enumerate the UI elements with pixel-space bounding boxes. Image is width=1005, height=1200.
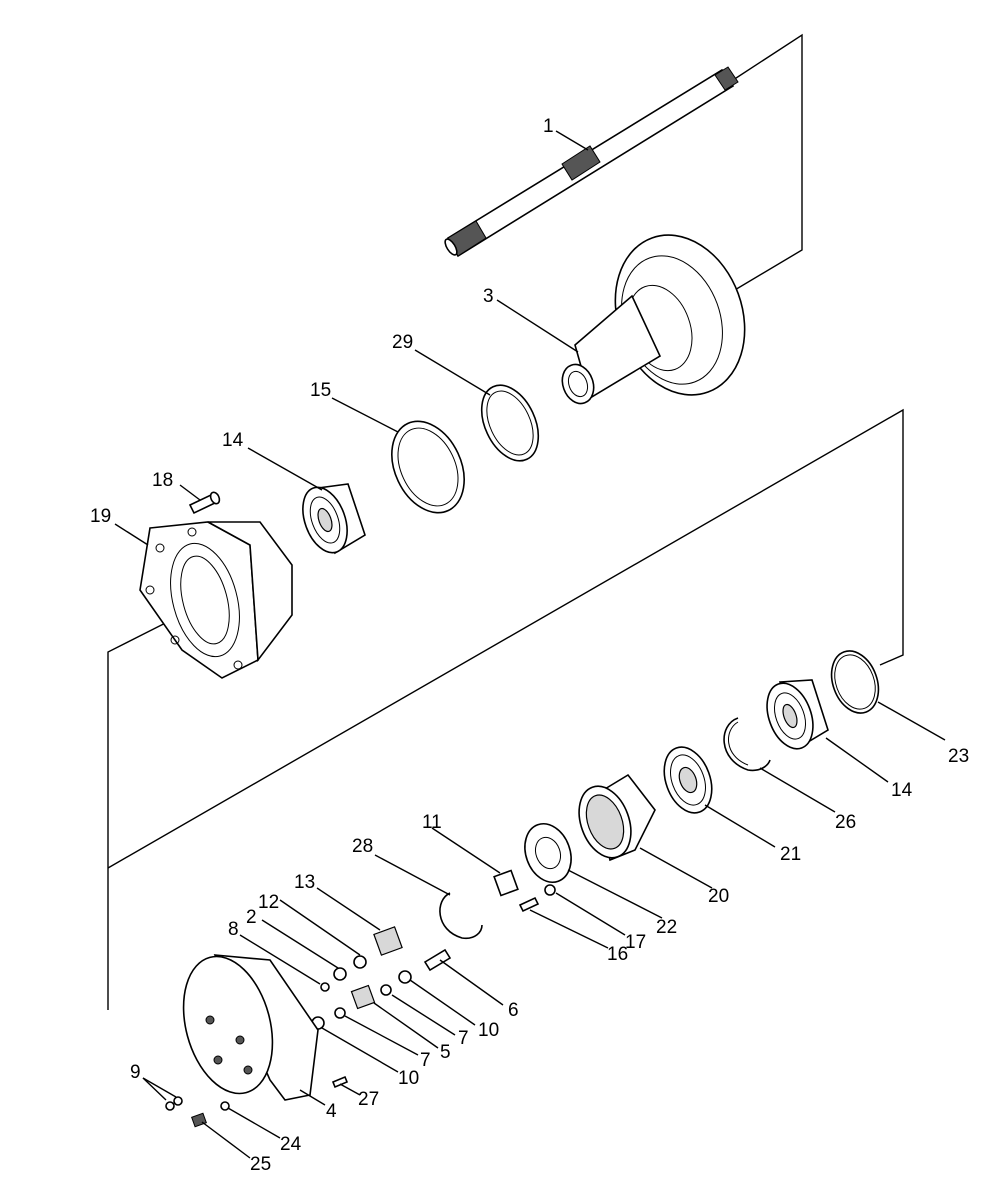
part-9-a (165, 1101, 175, 1111)
part-8 (320, 982, 330, 992)
part-circlip-28 (439, 892, 483, 940)
label-14-upper: 14 (222, 430, 244, 451)
label-9: 9 (130, 1062, 141, 1083)
part-plate-22 (524, 823, 572, 883)
label-11: 11 (422, 812, 442, 833)
part-6 (423, 948, 452, 972)
label-3: 3 (483, 286, 494, 307)
label-16: 16 (607, 944, 628, 965)
part-washer-17 (544, 884, 556, 896)
part-bolt-18 (188, 491, 221, 515)
label-12: 12 (258, 892, 279, 913)
label-14-lower: 14 (891, 780, 913, 801)
label-8: 8 (228, 919, 239, 940)
part-9-b (173, 1096, 183, 1106)
label-6: 6 (508, 1000, 519, 1021)
label-1: 1 (543, 116, 554, 137)
part-ring-gear-20 (578, 773, 656, 862)
label-5: 5 (440, 1042, 451, 1063)
label-4: 4 (326, 1101, 337, 1122)
part-bushing-11 (493, 869, 519, 897)
part-bearing-upper (302, 483, 366, 555)
label-7-lower: 7 (420, 1050, 431, 1071)
part-gear-21 (663, 746, 713, 814)
label-15: 15 (310, 380, 331, 401)
part-number-labels: 1 3 29 15 14 18 19 23 14 26 21 20 22 17 … (90, 116, 969, 1175)
label-26: 26 (835, 812, 856, 833)
label-10-upper: 10 (478, 1020, 499, 1041)
part-27 (331, 1075, 349, 1089)
part-needle-bearing-13 (373, 926, 403, 956)
part-12 (353, 955, 367, 969)
part-bolt-16 (518, 896, 540, 913)
label-19: 19 (90, 506, 111, 527)
part-bearing-lower (766, 679, 829, 750)
part-ring-15 (391, 420, 465, 514)
part-7-lower (334, 1007, 346, 1019)
part-ring-29 (480, 384, 540, 462)
part-small-components (311, 948, 452, 1030)
label-7-upper: 7 (458, 1028, 469, 1049)
label-2: 2 (246, 907, 257, 928)
label-29: 29 (392, 332, 413, 353)
part-5 (350, 984, 376, 1010)
part-hub-flange (561, 234, 746, 405)
part-shaft (444, 66, 739, 258)
part-cover-4 (182, 954, 319, 1101)
label-27: 27 (358, 1089, 379, 1110)
label-17: 17 (625, 932, 646, 953)
label-23: 23 (948, 746, 969, 767)
label-21: 21 (780, 844, 801, 865)
part-2 (333, 967, 347, 981)
label-22: 22 (656, 917, 677, 938)
part-snap-ring-23 (830, 650, 880, 714)
label-24: 24 (280, 1134, 302, 1155)
label-20: 20 (708, 886, 729, 907)
part-circlip-26 (723, 717, 771, 772)
label-10-lower: 10 (398, 1068, 419, 1089)
part-housing-19 (139, 521, 293, 679)
part-10-upper (398, 970, 412, 984)
leader-lines (114, 130, 946, 1159)
label-28: 28 (352, 836, 373, 857)
part-7-upper (380, 984, 392, 996)
part-25 (191, 1112, 207, 1128)
label-13: 13 (294, 872, 315, 893)
label-18: 18 (152, 470, 173, 491)
label-25: 25 (250, 1154, 271, 1175)
part-24 (220, 1101, 230, 1111)
